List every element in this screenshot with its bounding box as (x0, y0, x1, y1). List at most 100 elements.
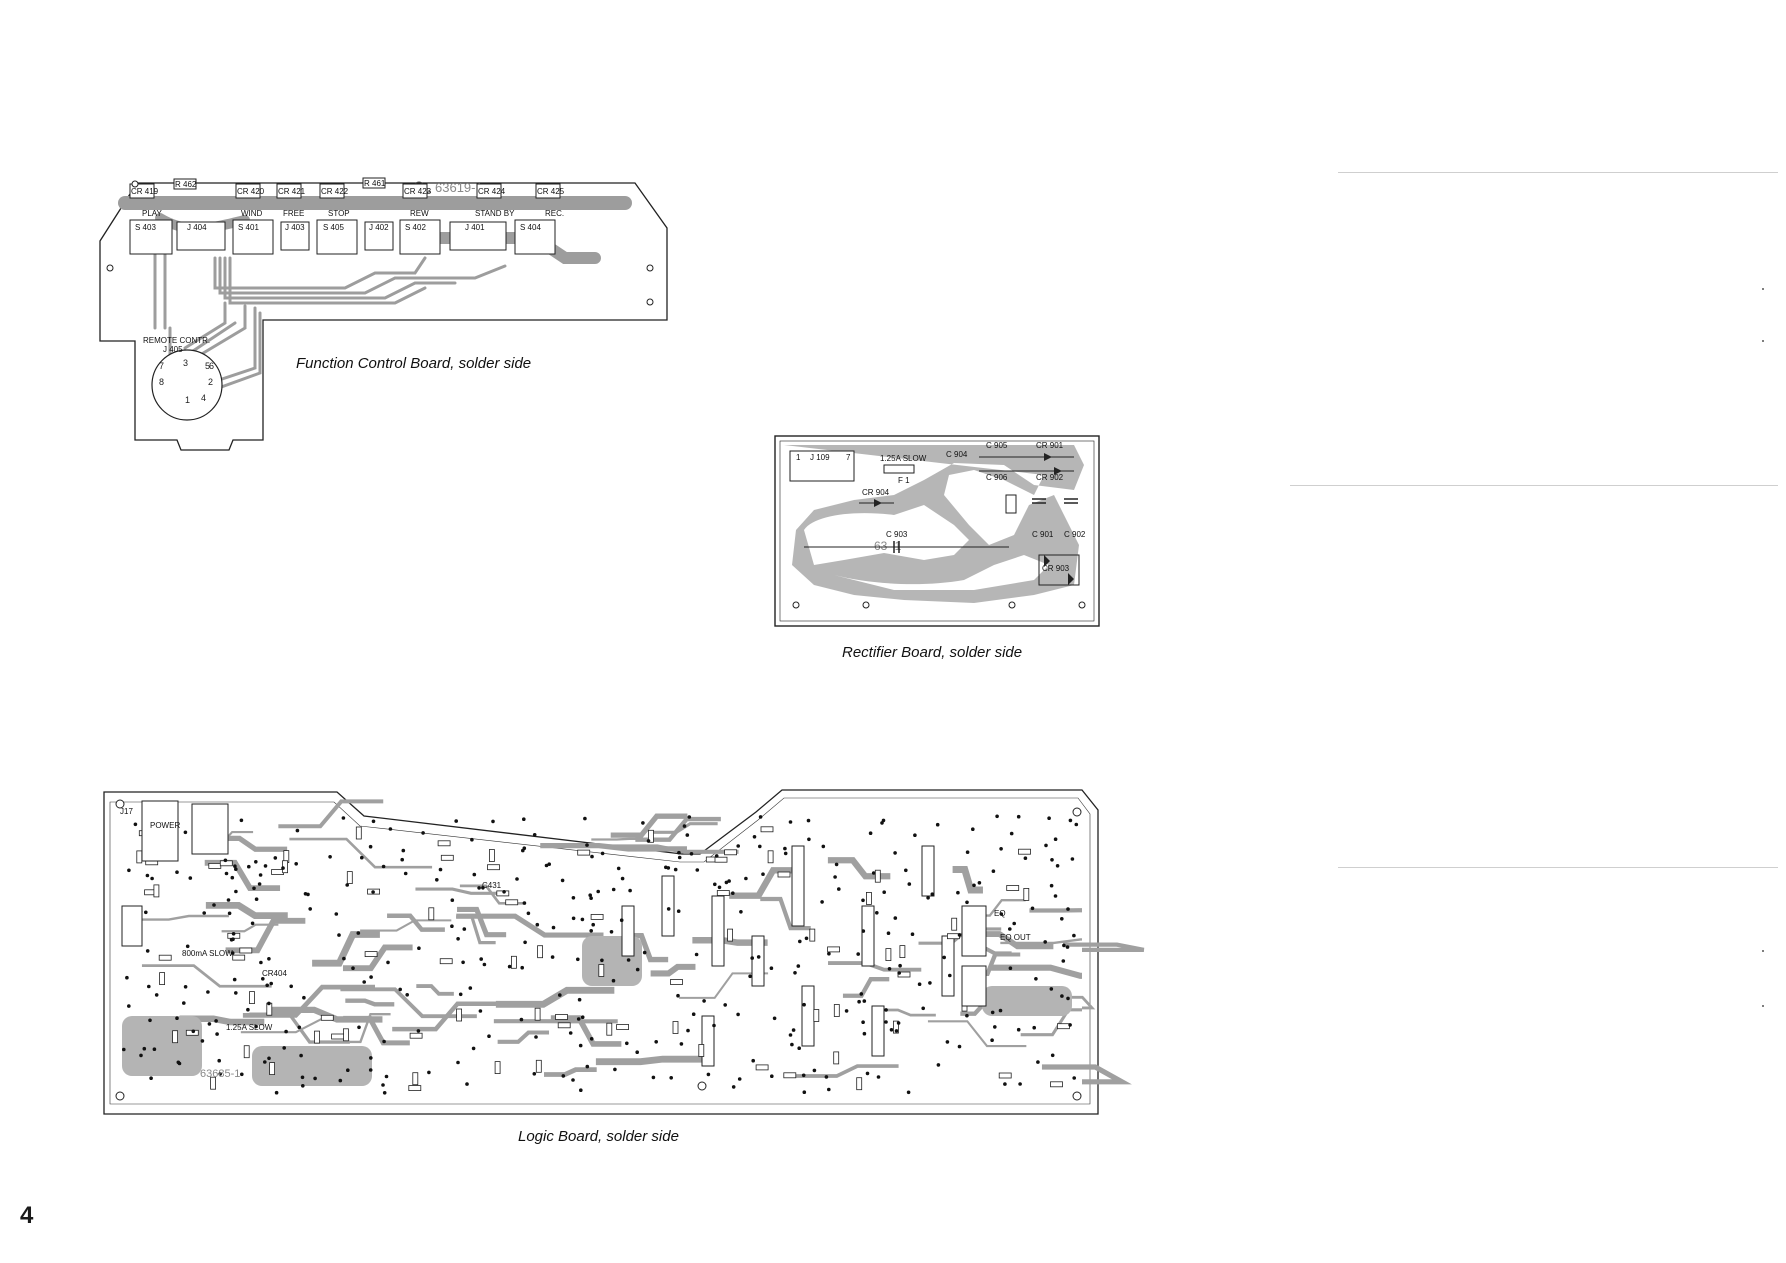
solder-pad (269, 981, 273, 986)
solder-pad (990, 1038, 994, 1042)
solder-pad (147, 984, 151, 989)
solder-pad (250, 921, 255, 926)
solder-pad (862, 999, 867, 1003)
solder-pad (368, 1068, 373, 1072)
connector-outline (191, 803, 229, 855)
solder-pad (254, 860, 258, 864)
solder-pad (470, 837, 474, 842)
solder-pad (218, 1072, 222, 1076)
solder-pad (360, 855, 364, 860)
solder-pad (240, 1072, 244, 1077)
solder-pad (368, 844, 373, 849)
solder-pad (875, 911, 879, 915)
solder-pad (1032, 1025, 1036, 1030)
function-label: STOP (328, 209, 350, 218)
copper-trace (495, 986, 615, 1008)
solder-pad (906, 1090, 911, 1095)
copper-trace (927, 1020, 1027, 1048)
solder-pad (148, 1018, 152, 1023)
copper-trace (205, 901, 288, 919)
led-label: CR 422 (321, 187, 349, 196)
solder-pad (227, 911, 232, 916)
ic-outline (801, 985, 815, 1047)
copper-trace (289, 837, 433, 869)
solder-pad (568, 1031, 573, 1035)
solder-pad (804, 936, 809, 941)
solder-pad (1065, 945, 1070, 949)
component-outline (314, 1030, 320, 1044)
solder-pad (1008, 927, 1012, 931)
solder-pad (175, 1016, 179, 1020)
component-outline (136, 850, 143, 864)
solder-pad (928, 981, 932, 985)
component-outline (1057, 1023, 1070, 1030)
copper-trace (360, 919, 452, 932)
solder-pad (616, 866, 621, 871)
solder-pad (345, 883, 349, 887)
copper-trace (340, 1012, 391, 1044)
solder-pad (702, 999, 706, 1003)
solder-pad (301, 1084, 305, 1088)
solder-pad (576, 1017, 581, 1021)
copper-trace (610, 813, 688, 838)
resistor-label: R 461 (364, 179, 386, 188)
copper-trace (842, 977, 890, 998)
solder-pad (590, 854, 594, 859)
solder-pad (289, 984, 293, 989)
solder-pad (812, 1068, 817, 1073)
copper-trace (128, 914, 229, 921)
solder-pad (884, 1020, 888, 1024)
solder-pad (487, 1034, 491, 1038)
solder-pad (625, 1041, 629, 1046)
component-outline (494, 1061, 501, 1075)
copper-trace (343, 1015, 410, 1046)
function-label: REC. (545, 209, 564, 218)
solder-pad (748, 974, 752, 979)
solder-pad (450, 898, 455, 902)
solder-pad (273, 856, 278, 860)
jack-label: J 404 (187, 223, 207, 232)
solder-pad (884, 1008, 888, 1012)
solder-pad (1060, 994, 1064, 998)
component-label: CR 902 (1036, 473, 1064, 482)
solder-pad (1047, 816, 1051, 820)
solder-pad (454, 819, 459, 823)
solder-pad (717, 885, 722, 890)
ic-outline (661, 875, 675, 937)
solder-pad (384, 1074, 389, 1079)
page-number: 4 (20, 1202, 34, 1229)
solder-pad (788, 820, 793, 824)
solder-pad (371, 890, 375, 894)
solder-pad (254, 897, 259, 901)
solder-pad (580, 917, 585, 922)
solder-pad (913, 833, 917, 837)
solder-pad (737, 1077, 742, 1081)
jack-label: J 403 (285, 223, 305, 232)
copper-trace (1062, 995, 1096, 1010)
copper-trace (729, 867, 803, 899)
function-control-board: 63619-1 CR 419 CR 420 CR 421 CR 422 CR 4… (95, 177, 695, 478)
solder-pad (990, 1010, 995, 1015)
solder-pad (1060, 917, 1064, 921)
solder-pad (263, 1060, 267, 1064)
led-label: CR 419 (131, 187, 159, 196)
solder-pad (797, 1046, 801, 1050)
solder-pad (965, 1013, 969, 1018)
solder-pad (806, 818, 811, 823)
solder-pad (145, 949, 150, 953)
solder-pad (714, 854, 719, 858)
component-outline (1050, 1081, 1063, 1088)
scan-artifact-line (1338, 867, 1778, 868)
solder-pad (232, 977, 237, 982)
solder-pad (191, 1029, 196, 1034)
solder-pad (1049, 883, 1054, 888)
solder-pad (403, 871, 408, 876)
solder-pad (1068, 1023, 1072, 1027)
solder-pad (752, 835, 757, 839)
solder-pad (515, 877, 519, 881)
scan-artifact-dot (1762, 950, 1764, 952)
mounting-hole (115, 1091, 125, 1101)
logic-board-drawing: POWER J17 EQ C431 CR404 800mA SLOW 1.25A… (103, 789, 1145, 1115)
led-label: CR 424 (478, 187, 506, 196)
component-outline (827, 946, 840, 953)
